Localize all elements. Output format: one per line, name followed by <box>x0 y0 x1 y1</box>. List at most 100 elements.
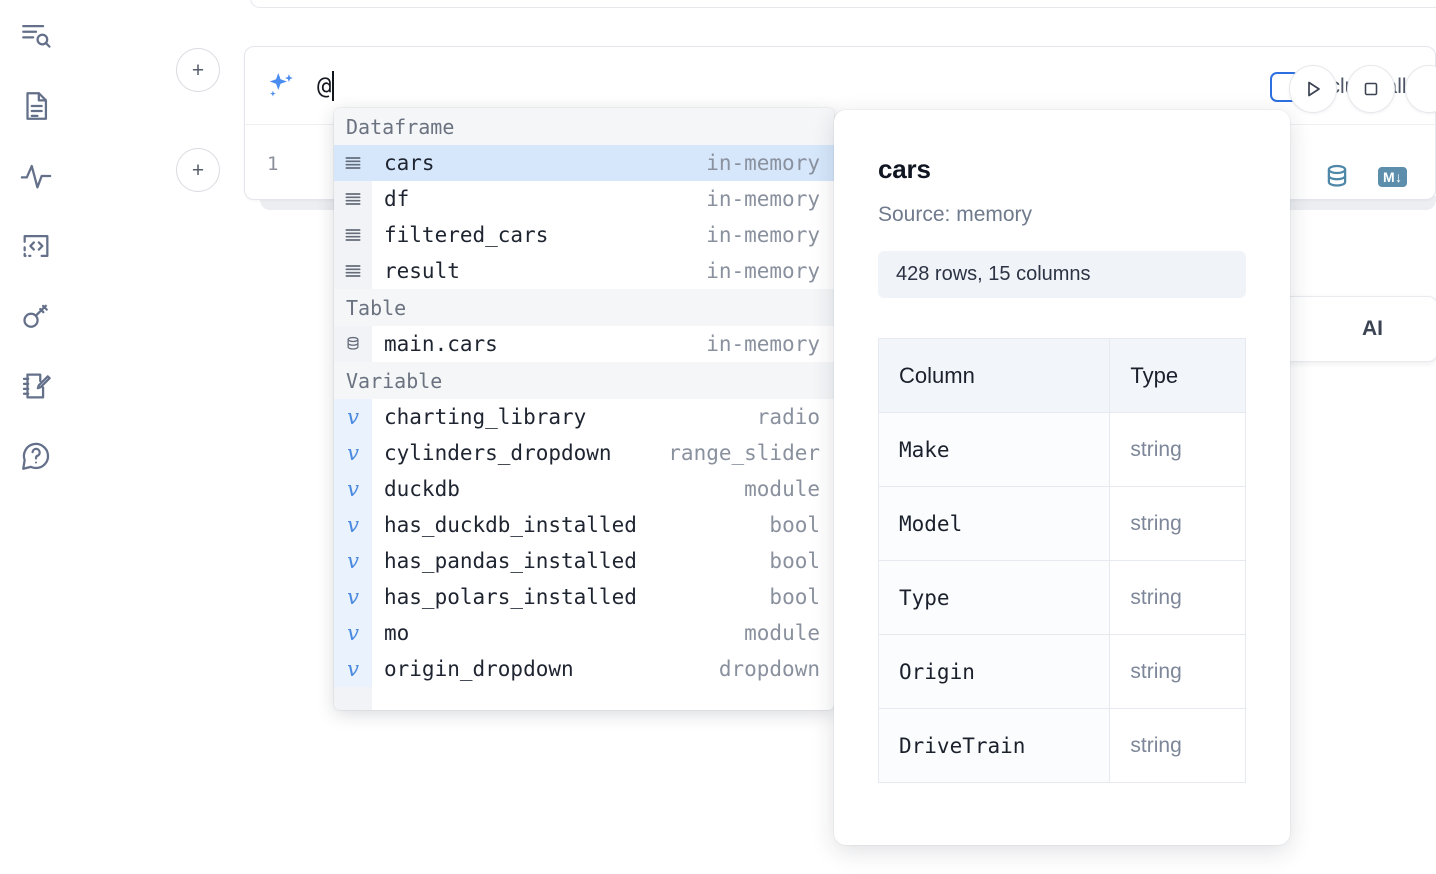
autocomplete-item-meta: dropdown <box>718 657 820 681</box>
autocomplete-item[interactable]: v has_polars_installed bool <box>334 579 834 615</box>
autocomplete-item-meta: range_slider <box>668 441 820 465</box>
autocomplete-item[interactable]: result in-memory <box>334 253 834 289</box>
autocomplete-item[interactable]: v has_pandas_installed bool <box>334 543 834 579</box>
variable-icon: v <box>347 549 359 573</box>
autocomplete-item[interactable]: v mo module <box>334 615 834 651</box>
variable-icon: v <box>347 477 359 501</box>
preview-column-name: DriveTrain <box>877 708 1111 783</box>
autocomplete-item-meta: in-memory <box>706 259 820 283</box>
autocomplete-item-name: has_polars_installed <box>384 585 637 609</box>
activity-pulse-icon[interactable] <box>14 154 58 198</box>
dataframe-icon <box>334 189 372 209</box>
autocomplete-item-name: df <box>384 187 410 211</box>
autocomplete-item-meta: module <box>744 621 820 645</box>
add-cell-below-label: + <box>191 158 205 182</box>
code-editor-row[interactable]: 1 <box>245 125 1435 200</box>
autocomplete-item-name: has_duckdb_installed <box>384 513 637 537</box>
markdown-arrow: ↓ <box>1395 169 1402 185</box>
previous-cell-card[interactable] <box>250 0 1436 8</box>
autocomplete-item-name: cars <box>384 151 435 175</box>
variable-icon: v <box>347 621 359 645</box>
autocomplete-variable-gutter <box>334 399 372 687</box>
dataframe-icon <box>334 261 372 281</box>
autocomplete-item-meta: in-memory <box>706 223 820 247</box>
autocomplete-item-name: mo <box>384 621 410 645</box>
autocomplete-item-name: cylinders_dropdown <box>384 441 612 465</box>
preview-column-name: Model <box>877 486 1111 561</box>
notebook-pencil-icon[interactable] <box>14 364 58 408</box>
variable-icon: v <box>347 585 359 609</box>
autocomplete-item-meta: bool <box>769 549 820 573</box>
autocomplete-item[interactable]: v duckdb module <box>334 471 834 507</box>
file-explorer-search-icon[interactable] <box>14 14 58 58</box>
document-icon[interactable] <box>14 84 58 128</box>
autocomplete-item-meta: bool <box>769 513 820 537</box>
autocomplete-item-name: main.cars <box>384 332 498 356</box>
variable-icon: v <box>347 405 359 429</box>
preview-shape-badge: 428 rows, 15 columns <box>878 251 1246 298</box>
autocomplete-item-name: filtered_cars <box>384 223 549 247</box>
preview-column-type: string <box>1109 412 1246 487</box>
text-caret <box>331 70 334 101</box>
dataframe-preview-panel: cars Source: memory 428 rows, 15 columns… <box>834 110 1290 845</box>
help-question-icon[interactable] <box>14 434 58 478</box>
autocomplete-item[interactable]: main.cars in-memory <box>334 326 834 362</box>
stop-cell-button[interactable] <box>1347 65 1395 113</box>
line-number: 1 <box>267 153 279 175</box>
ai-prompt-value: @ <box>317 71 331 100</box>
variable-icon: v <box>347 657 359 681</box>
preview-column-type: string <box>1109 708 1246 783</box>
table-icon <box>334 335 372 353</box>
autocomplete-item-name: origin_dropdown <box>384 657 574 681</box>
markdown-icon-label: M <box>1383 169 1395 185</box>
dataframe-icon <box>334 153 372 173</box>
autocomplete-group-header: Dataframe <box>334 108 834 145</box>
autocomplete-item[interactable]: v origin_dropdown dropdown <box>334 651 834 687</box>
preview-column-type: string <box>1109 634 1246 709</box>
autocomplete-item[interactable]: v cylinders_dropdown range_slider <box>334 435 834 471</box>
more-cell-actions-button[interactable] <box>1405 65 1436 113</box>
autocomplete-item-name: result <box>384 259 460 283</box>
code-brackets-icon[interactable] <box>14 224 58 268</box>
autocomplete-item-name: duckdb <box>384 477 460 501</box>
add-cell-below-button[interactable]: + <box>176 148 220 192</box>
autocomplete-item-meta: module <box>744 477 820 501</box>
generate-with-ai-label: AI <box>1362 317 1383 340</box>
preview-title: cars <box>878 154 931 184</box>
preview-column-header: Type <box>1109 338 1246 413</box>
run-cell-button[interactable] <box>1289 65 1337 113</box>
preview-column-name: Make <box>877 412 1111 487</box>
generate-with-ai-button[interactable]: AI <box>1270 296 1436 362</box>
autocomplete-item[interactable]: filtered_cars in-memory <box>334 217 834 253</box>
ai-prompt-input[interactable]: @ <box>317 70 334 101</box>
database-icon[interactable] <box>1322 162 1352 192</box>
autocomplete-item-meta: in-memory <box>706 332 820 356</box>
autocomplete-item[interactable]: df in-memory <box>334 181 834 217</box>
add-cell-above-button[interactable]: + <box>176 48 220 92</box>
autocomplete-item-meta: bool <box>769 585 820 609</box>
preview-column-name: Origin <box>877 634 1111 709</box>
run-controls <box>1289 65 1436 113</box>
variable-icon: v <box>347 441 359 465</box>
preview-column-type: string <box>1109 486 1246 561</box>
autocomplete-item-name: has_pandas_installed <box>384 549 637 573</box>
key-icon[interactable] <box>14 294 58 338</box>
sparkle-ai-icon <box>263 68 299 104</box>
autocomplete-item-name: charting_library <box>384 405 587 429</box>
autocomplete-item-meta: in-memory <box>706 187 820 211</box>
preview-column-type: string <box>1109 560 1246 635</box>
cell-output-tools: M↓ <box>1322 162 1407 192</box>
markdown-icon[interactable]: M↓ <box>1378 167 1407 187</box>
autocomplete-group-header: Table <box>334 289 834 326</box>
